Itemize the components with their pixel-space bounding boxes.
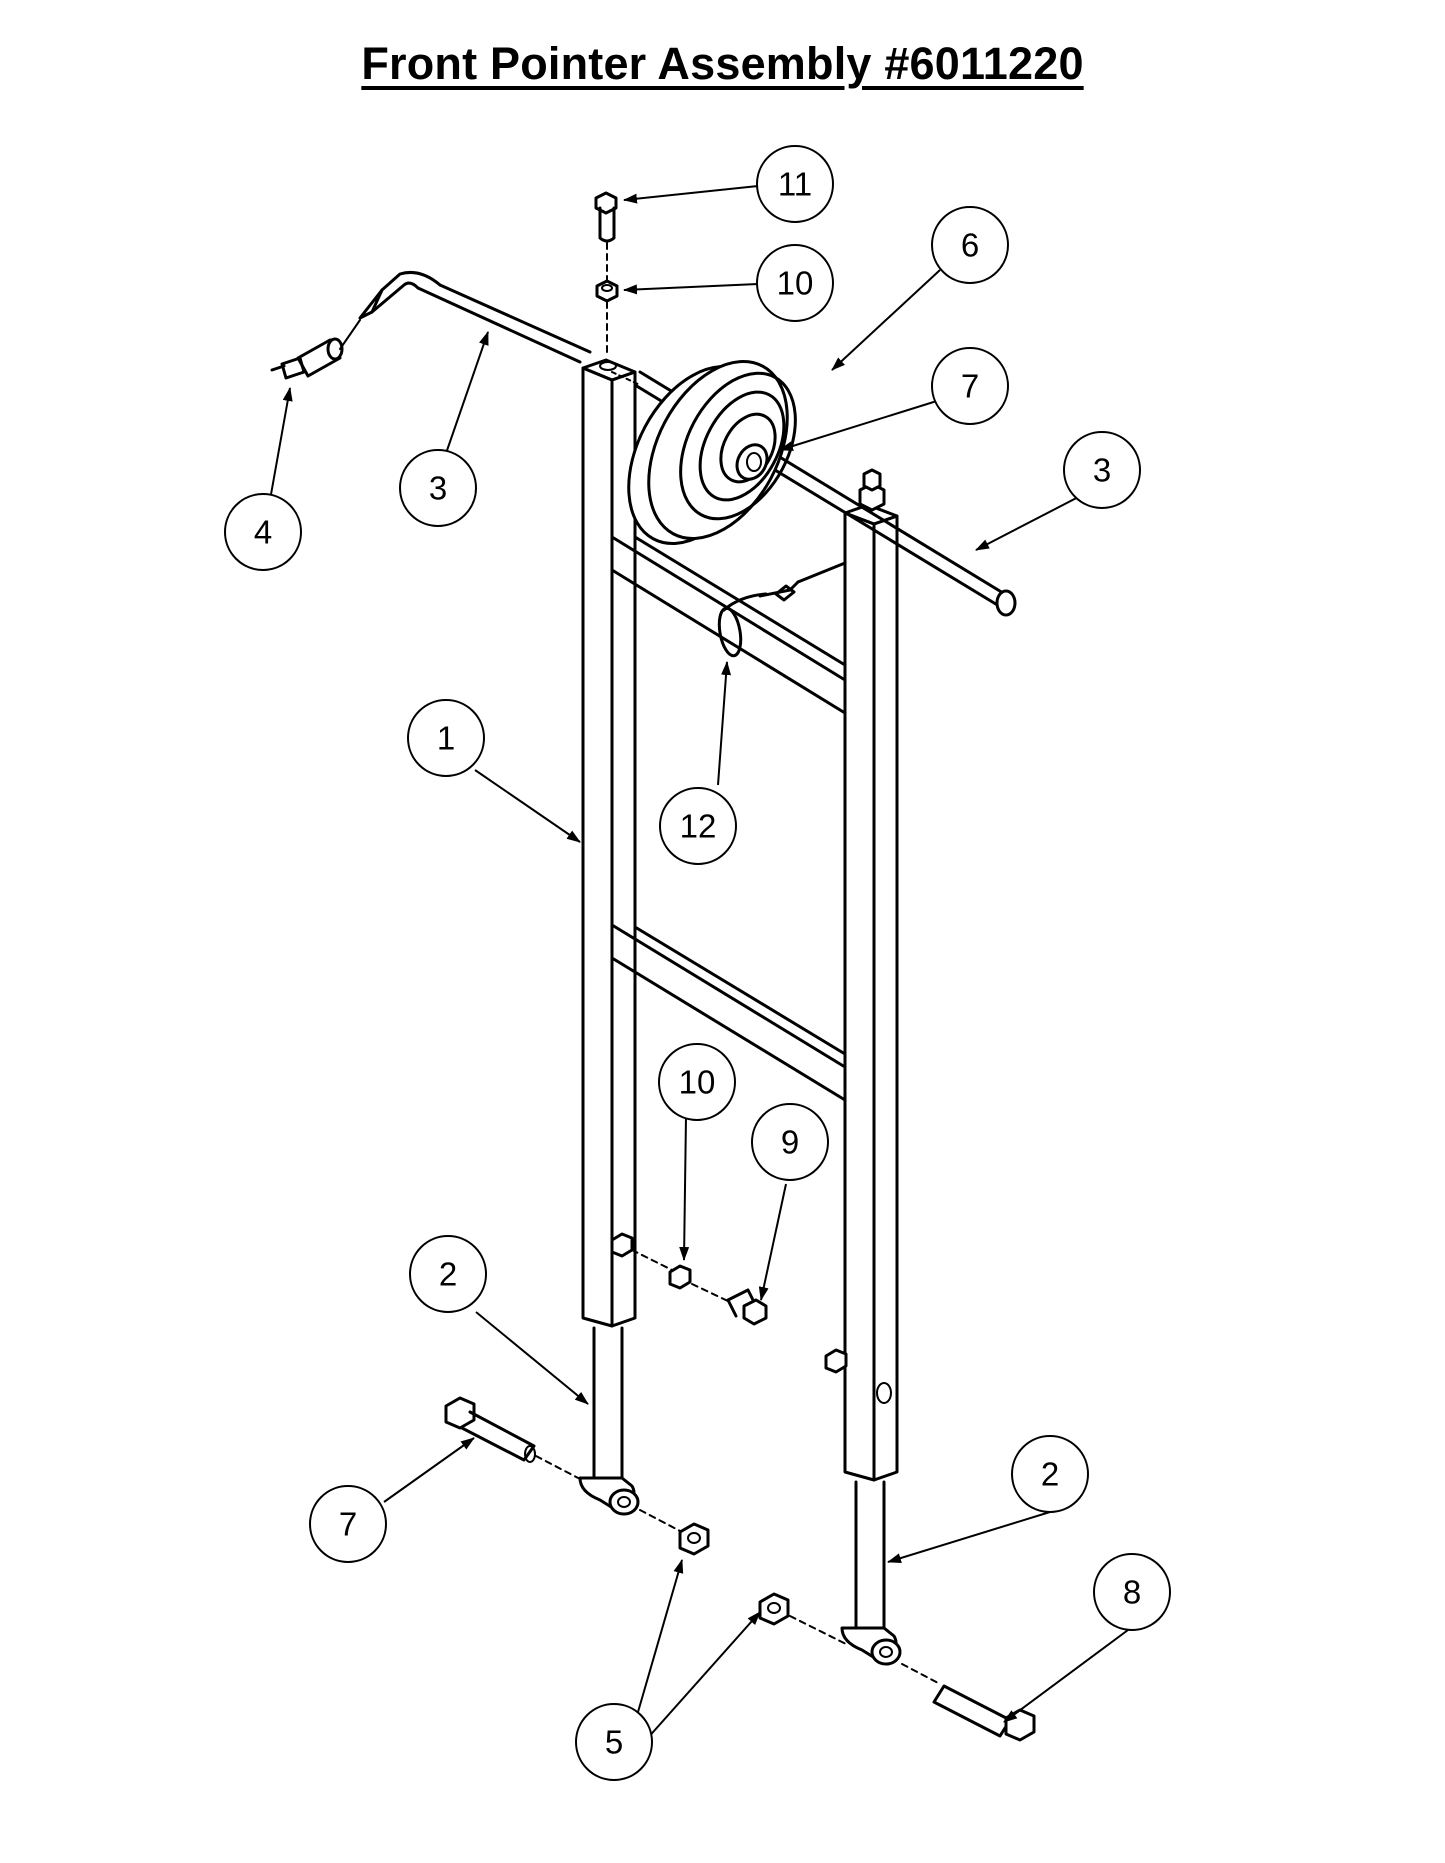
callout-label: 4 [254, 514, 272, 551]
callout-label: 12 [680, 808, 717, 845]
callout-label: 7 [339, 1506, 357, 1543]
callout-5: 6 [931, 206, 1009, 284]
clamp [717, 561, 847, 658]
pointer-tip [270, 319, 361, 380]
callout-2-right: 2 [1011, 1435, 1089, 1513]
callout-3-right: 3 [1063, 431, 1141, 509]
callout-12: 12 [659, 787, 737, 865]
callout-label: 7 [961, 368, 979, 405]
callout-label: 2 [1041, 1456, 1059, 1493]
callout-3-left: 3 [399, 449, 477, 527]
wheel [627, 360, 797, 545]
callout-label: 6 [961, 227, 979, 264]
callout-label: 1 [437, 720, 455, 757]
main-frame [581, 358, 899, 1482]
callout-6: 7 [931, 347, 1009, 425]
callout-label: 5 [605, 1724, 623, 1761]
page-title: Front Pointer Assembly #6011220 [361, 38, 1084, 89]
callout-label: 2 [439, 1256, 457, 1293]
top-hardware [594, 191, 619, 356]
callout-label: 11 [778, 166, 812, 203]
callout-9: 9 [751, 1103, 829, 1181]
callout-label: 8 [1123, 1574, 1141, 1611]
mid-hardware [631, 1249, 768, 1326]
callout-label: 3 [429, 470, 447, 507]
callout-7-left: 7 [309, 1485, 387, 1563]
callout-4: 4 [224, 493, 302, 571]
callout-label: 3 [1093, 452, 1111, 489]
callout-10-mid: 10 [658, 1043, 736, 1121]
callout-1: 1 [407, 699, 485, 777]
bottom-hardware [444, 1396, 1036, 1742]
callout-11: 11 [756, 145, 834, 223]
callout-7-right: 8 [1093, 1553, 1171, 1631]
leader-lines [269, 185, 1129, 1741]
callout-label: 10 [777, 265, 814, 302]
lower-legs [578, 1326, 902, 1666]
callout-2-left: 2 [409, 1235, 487, 1313]
callout-10-top: 10 [756, 244, 834, 322]
callout-label: 10 [679, 1064, 716, 1101]
callout-8: 5 [575, 1703, 653, 1781]
callout-label: 9 [781, 1124, 799, 1161]
